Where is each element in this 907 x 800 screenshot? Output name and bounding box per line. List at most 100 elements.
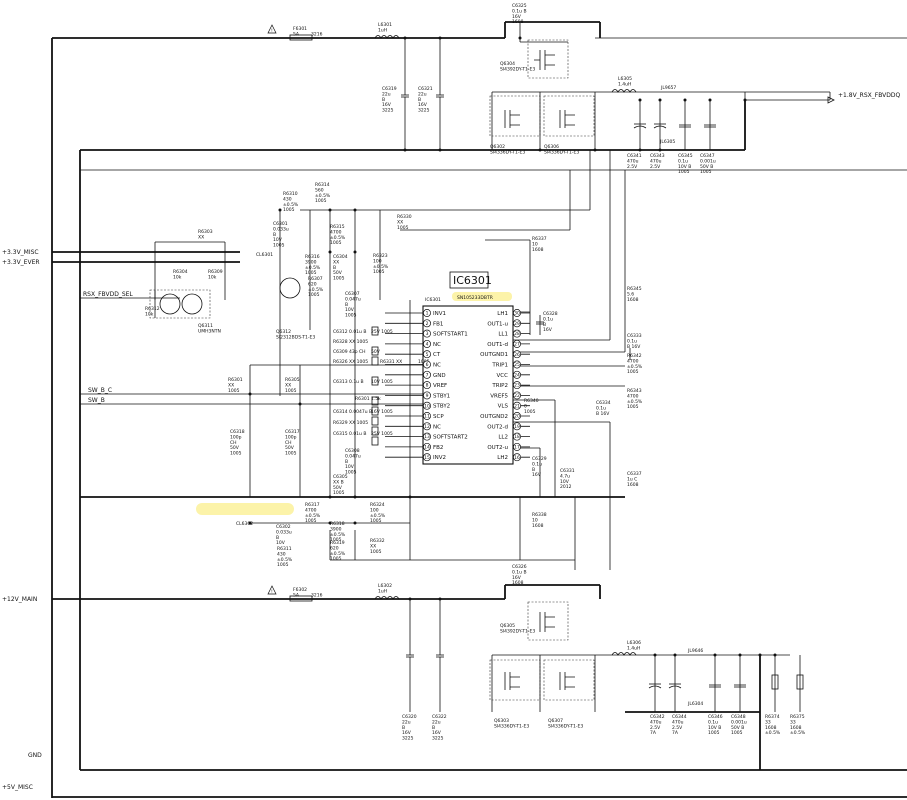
part-value: CH [230,440,237,446]
inline-part-ref: R6329 XX 1005 [333,420,368,426]
ic-pin-circle [423,370,431,379]
ic-pin-circle [513,339,521,348]
part-ref: R6317 [305,502,320,508]
part-value: 50V [230,445,240,451]
part-value: 16V [382,102,392,108]
inline-part-r6326: R6326 XX 1005 [333,359,368,365]
part-value: 5A [293,31,300,37]
part-value: 1608 [512,580,524,586]
part-ref: C6317 [285,429,300,435]
ic-pin-number: 22 [514,393,520,399]
inline-part-extra: 50V [371,349,381,355]
part-value: XX B [333,479,344,485]
part-value: 2.5V [672,725,683,731]
part-value: 0 [524,403,527,409]
part-value: B [418,97,421,103]
part-value: ±0.5% [330,235,346,241]
part-ref: R6324 [370,502,385,508]
part-ref: R6342 [627,353,642,359]
part-value: CH [285,440,292,446]
part-ref: L6306 [627,640,641,646]
part-cl6302: CL6302 [236,521,253,527]
part-ref: F6301 [293,26,307,32]
part-value: 16V [512,575,522,581]
part-value: ±0.5% [370,513,386,519]
part-ref: C6307 [345,291,360,297]
ic-pin-circle [423,339,431,348]
bottom-converter: ! [267,584,804,770]
part-value: 10k [208,274,217,280]
inline-part-ref: C6312 0.01u B [333,329,366,335]
part-value: ±0.5% [330,532,346,538]
part-value: 10 [532,241,538,247]
part-ref: C6308 [345,448,360,454]
ic-pin-label: OUTGND2 [480,414,508,420]
part-ref: Q6307 [548,718,563,724]
ic-pin-label: VCC [497,373,509,379]
part-value: 1608 [627,482,639,488]
part-value: 470u [650,158,662,164]
ic-pin-number: 16 [514,455,520,461]
net-v12-main: +12V_MAIN [2,596,37,603]
part-value: 50V [333,485,343,491]
part-ref: C6345 [678,153,693,159]
ic-pin-label: OUT2-u [487,445,508,451]
inline-part-ref: C6314 0.0047u B [333,409,372,415]
ic-pin-circle [423,350,431,359]
part-value: 0.1u [543,316,553,322]
part-value: 0.1u B [512,8,527,14]
ic-pin-number: 29 [514,321,520,327]
part-value: ±0.5% [627,364,643,370]
part-ref: Q6305 [500,623,515,629]
part-value: B [345,459,348,465]
net-v33-misc: +3.3V_MISC [2,249,39,256]
ic-pin-circle [513,401,521,410]
part-ref: R6343 [627,388,642,394]
part-value: 1005 [370,518,382,524]
ic-pin-number: 20 [514,414,520,420]
part-value: 1005 [330,240,342,246]
part-value: SI4336DY-T1-E3 [490,149,525,155]
part-value: 10V [273,237,283,243]
part-value: 1608 [532,523,544,529]
part-ref: C6304 [333,254,348,260]
ic-pin-number: 19 [514,424,520,430]
part-value: 10V [345,464,355,470]
ic-pin-circle [513,309,521,317]
part-value: 22u [418,91,427,97]
part-value: 3900 [330,526,342,532]
part-value: 1uH [378,27,387,33]
ic-pin-circle [423,422,431,431]
part-value: 100 [370,507,379,513]
ic-pin-label: VREF5 [490,393,508,399]
ic-pin-circle [423,432,431,441]
part-value: 620 [330,545,339,551]
part-value: 0.1u [596,405,606,411]
part-value: 430 [277,551,286,557]
part-value: 0.1u B [512,569,527,575]
inline-part-ref: R6301 1.5k [355,396,381,402]
ic-pin-number: 23 [514,383,520,389]
ic-right-pins: 30LH129OUT1-u28LL127OUT1-d26OUTGND125TRI… [480,309,530,461]
part-value: 1608 [512,19,524,25]
part-value: 4700 [305,507,317,513]
ic-pin-circle [513,432,521,441]
ic-pin-circle [513,360,521,369]
part-jl6305: JL6305 [659,139,675,145]
